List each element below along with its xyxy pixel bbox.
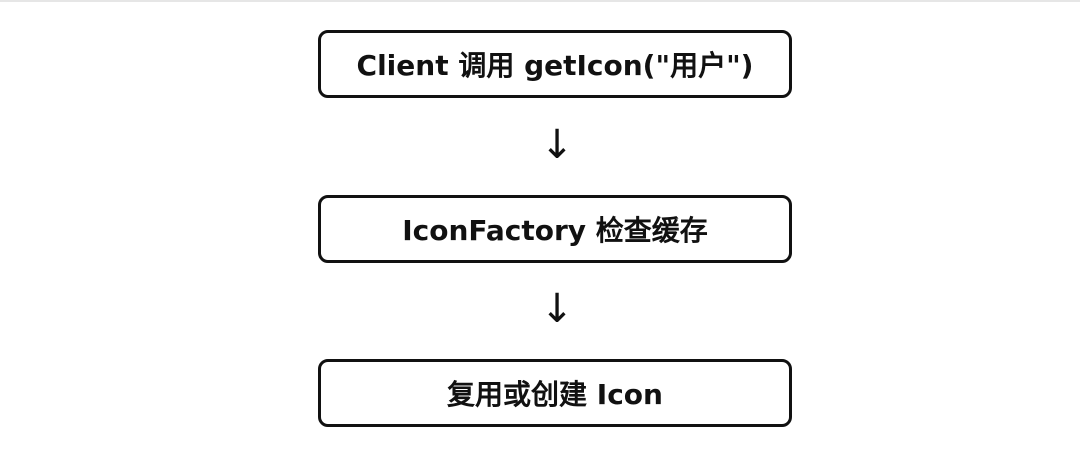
down-arrow-icon: ↓ (540, 122, 574, 168)
down-arrow-icon: ↓ (540, 286, 574, 332)
flow-step-label: Client 调用 getIcon("用户") (356, 49, 754, 82)
flow-step-client-call: Client 调用 getIcon("用户") (318, 30, 792, 98)
flow-step-label: 复用或创建 Icon (447, 378, 663, 411)
flow-step-label: IconFactory 检查缓存 (402, 214, 708, 247)
flow-step-check-cache: IconFactory 检查缓存 (318, 195, 792, 263)
flow-step-reuse-or-create: 复用或创建 Icon (318, 359, 792, 427)
top-divider (0, 0, 1080, 2)
